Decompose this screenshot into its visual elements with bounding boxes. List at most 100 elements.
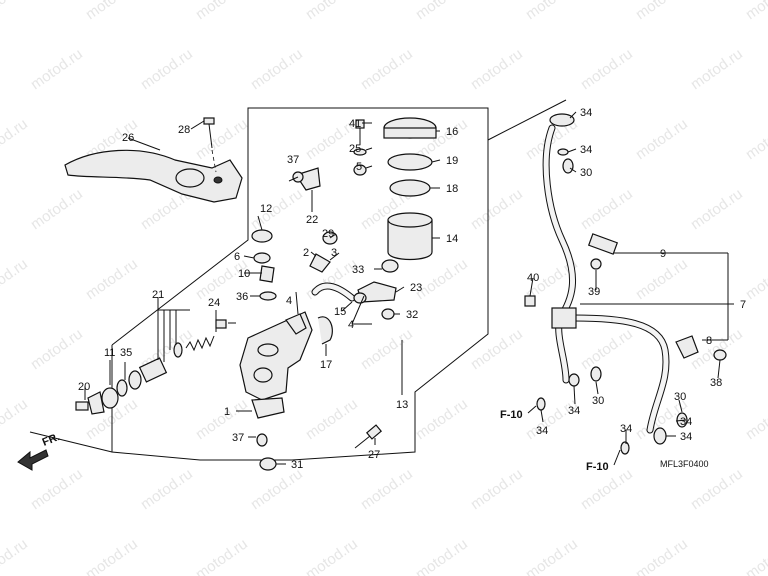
- callout-4-left: 4: [286, 295, 292, 307]
- frame-line-top: [487, 99, 567, 141]
- callout-17: 17: [320, 359, 332, 371]
- callout-35: 35: [120, 347, 132, 359]
- hose-clamp-8: [675, 335, 699, 359]
- callout-14: 14: [446, 233, 458, 245]
- watermark-text: motod.ru: [743, 395, 768, 443]
- watermark-text: motod.ru: [578, 325, 636, 373]
- callout-9: 9: [660, 248, 666, 260]
- watermark-text: motod.ru: [28, 45, 86, 93]
- washer-34-left: [536, 397, 546, 411]
- watermark-text: motod.ru: [0, 115, 31, 163]
- callout-38: 38: [710, 377, 722, 389]
- watermark-text: motod.ru: [0, 0, 31, 23]
- callout-29: 29: [322, 228, 334, 240]
- lever-pivot-hole: [213, 176, 223, 184]
- reservoir-tank: [387, 219, 433, 261]
- washer-25: [353, 148, 367, 156]
- callout-23: 23: [410, 282, 422, 294]
- callout-5: 5: [356, 161, 362, 173]
- callout-16: 16: [446, 126, 458, 138]
- callout-8: 8: [706, 335, 712, 347]
- callout-40: 40: [527, 272, 539, 284]
- watermark-text: motod.ru: [83, 0, 141, 23]
- callout-30-top: 30: [580, 167, 592, 179]
- watermark-text: motod.ru: [743, 115, 768, 163]
- screw-15: [353, 292, 367, 304]
- washer: [128, 370, 142, 390]
- diaphragm: [389, 179, 431, 197]
- watermark-text: motod.ru: [28, 185, 86, 233]
- callout-25: 25: [349, 143, 361, 155]
- fr-arrow-icon: [17, 449, 49, 471]
- leader-lines: [84, 111, 734, 466]
- oring-36: [259, 291, 277, 301]
- callout-37-upper: 37: [287, 154, 299, 166]
- cup-seal: [173, 342, 183, 358]
- watermark-text: motod.ru: [468, 465, 526, 513]
- callout-37-lower: 37: [232, 432, 244, 444]
- dust-boot: [87, 391, 105, 415]
- piston-kit: [75, 319, 227, 415]
- watermark-text: motod.ru: [523, 395, 581, 443]
- frame-line-left: [29, 431, 113, 453]
- callout-3: 3: [331, 247, 337, 259]
- three-way-joint: [551, 307, 577, 329]
- set-plate: [387, 153, 433, 171]
- callout-18: 18: [446, 183, 458, 195]
- bolt-27-shank: [354, 435, 371, 449]
- watermark-text: motod.ru: [633, 115, 691, 163]
- clip-2: [309, 253, 331, 273]
- callout-36: 36: [236, 291, 248, 303]
- callout-20: 20: [78, 381, 90, 393]
- watermark-text: motod.ru: [688, 465, 746, 513]
- callout-12: 12: [260, 203, 272, 215]
- callout-34-top: 34: [580, 107, 592, 119]
- watermark-text: motod.ru: [413, 0, 471, 23]
- callout-24: 24: [208, 297, 220, 309]
- watermark-text: motod.ru: [248, 185, 306, 233]
- watermark-text: motod.ru: [303, 535, 361, 576]
- frame-ref-f10-lower: F-10: [586, 461, 609, 473]
- callout-10: 10: [238, 268, 250, 280]
- nut-32: [381, 308, 395, 320]
- watermark-text: motod.ru: [468, 325, 526, 373]
- watermark-text: motod.ru: [468, 45, 526, 93]
- bolt-39: [590, 258, 602, 270]
- watermark-text: motod.ru: [523, 0, 581, 23]
- callout-27: 27: [368, 449, 380, 461]
- callout-30-right: 30: [674, 391, 686, 403]
- callout-13: 13: [396, 399, 408, 411]
- callout-34-second: 34: [580, 144, 592, 156]
- nut-38: [713, 349, 727, 361]
- washer-34-mid: [568, 373, 580, 387]
- watermark-text: motod.ru: [248, 45, 306, 93]
- pivot-bolt-axis: [211, 149, 217, 173]
- watermark-text: motod.ru: [0, 255, 31, 303]
- watermark-text: motod.ru: [83, 535, 141, 576]
- cap-12: [251, 229, 273, 243]
- reservoir-rim: [387, 212, 433, 228]
- callout-32: 32: [406, 309, 418, 321]
- washer-34-top: [557, 148, 569, 156]
- watermark-text: motod.ru: [358, 465, 416, 513]
- return-spring: [185, 335, 215, 352]
- bolt-30-mid: [590, 366, 602, 382]
- washer-34-bottom: [620, 441, 630, 455]
- callout-39: 39: [588, 286, 600, 298]
- watermark-text: motod.ru: [743, 255, 768, 303]
- watermark-text: motod.ru: [248, 465, 306, 513]
- watermark-text: motod.ru: [633, 535, 691, 576]
- reservoir-outlet: [381, 259, 399, 273]
- brake-switch: [251, 397, 285, 419]
- watermark-text: motod.ru: [83, 255, 141, 303]
- watermark-text: motod.ru: [468, 185, 526, 233]
- watermark-text: motod.ru: [688, 185, 746, 233]
- banjo-lower: [653, 427, 667, 445]
- piston-seal: [101, 387, 119, 409]
- grommet-5: [353, 164, 367, 176]
- clip-17: [317, 316, 333, 345]
- callout-7: 7: [740, 299, 746, 311]
- pivot-bolt-shank: [208, 123, 213, 149]
